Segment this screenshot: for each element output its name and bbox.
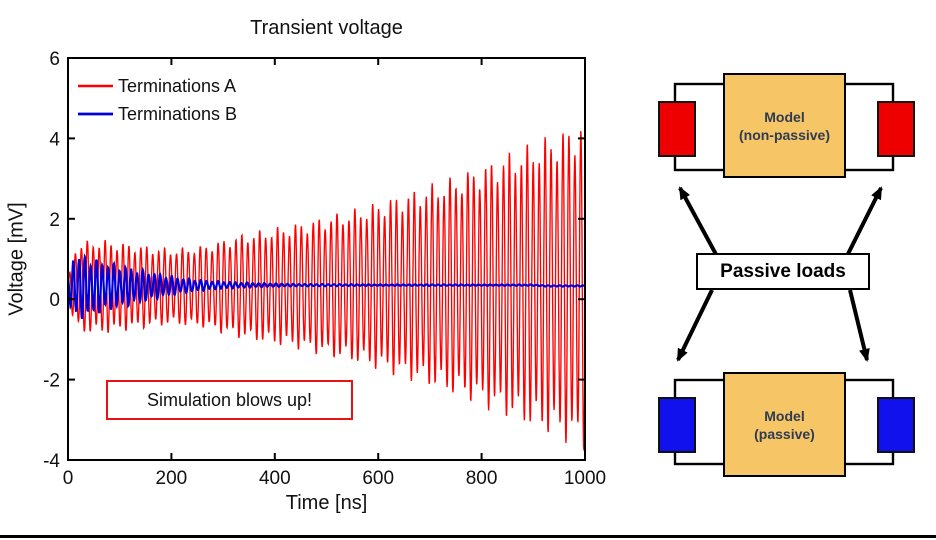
blue-load-left (658, 397, 696, 453)
passive-loads-label: Passive loads (720, 260, 846, 282)
slide-footer-divider (0, 535, 936, 538)
model-box-non-passive-subtitle: (non-passive) (738, 126, 830, 143)
x-tick-label: 200 (156, 468, 188, 489)
legend-label-terminations-a: Terminations A (118, 76, 237, 96)
model-box-passive-subtitle: (passive) (754, 425, 815, 442)
x-tick-label: 800 (466, 468, 498, 489)
series-terminations-b (66, 253, 586, 319)
arrow-upper-right (844, 186, 883, 259)
legend-label-terminations-b: Terminations B (118, 104, 238, 124)
y-tick-label: -2 (43, 371, 60, 392)
y-tick-label: 2 (49, 210, 60, 231)
passive-loads-label-box: Passive loads (696, 253, 870, 290)
blue-load-right (877, 397, 915, 453)
x-tick-label: 600 (362, 468, 394, 489)
red-load-left (658, 101, 696, 157)
x-axis-label: Time [ns] (285, 492, 368, 514)
y-tick-label: 6 (49, 49, 60, 70)
model-box-passive: Model (passive) (723, 372, 846, 477)
axes-frame (67, 57, 586, 461)
y-tick-label: 0 (49, 290, 60, 311)
model-box-non-passive: Model (non-passive) (723, 73, 846, 178)
transient-voltage-plot: 0 200 400 600 800 1000 -4 -2 0 2 4 6 (43, 49, 606, 489)
arrow-upper-left (678, 186, 720, 259)
y-tick-label: 4 (49, 129, 60, 150)
y-tick-label: -4 (43, 451, 60, 472)
red-load-right (877, 101, 915, 157)
annotation-text: Simulation blows up! (146, 389, 313, 410)
x-tick-label: 0 (63, 468, 74, 489)
arrow-lower-right (848, 289, 870, 362)
y-axis-label: Voltage [mV] (5, 202, 28, 316)
passivity-diagram: Model (non-passive) Passive loads Model … (620, 0, 936, 540)
x-tick-label: 400 (259, 468, 291, 489)
chart-title: Transient voltage (250, 17, 403, 39)
x-tick-label: 1000 (564, 468, 606, 489)
model-box-non-passive-title: Model (764, 108, 805, 125)
simulation-blows-up-callout: Simulation blows up! (106, 380, 353, 420)
model-box-passive-title: Model (764, 407, 805, 424)
arrow-lower-left (676, 289, 714, 362)
